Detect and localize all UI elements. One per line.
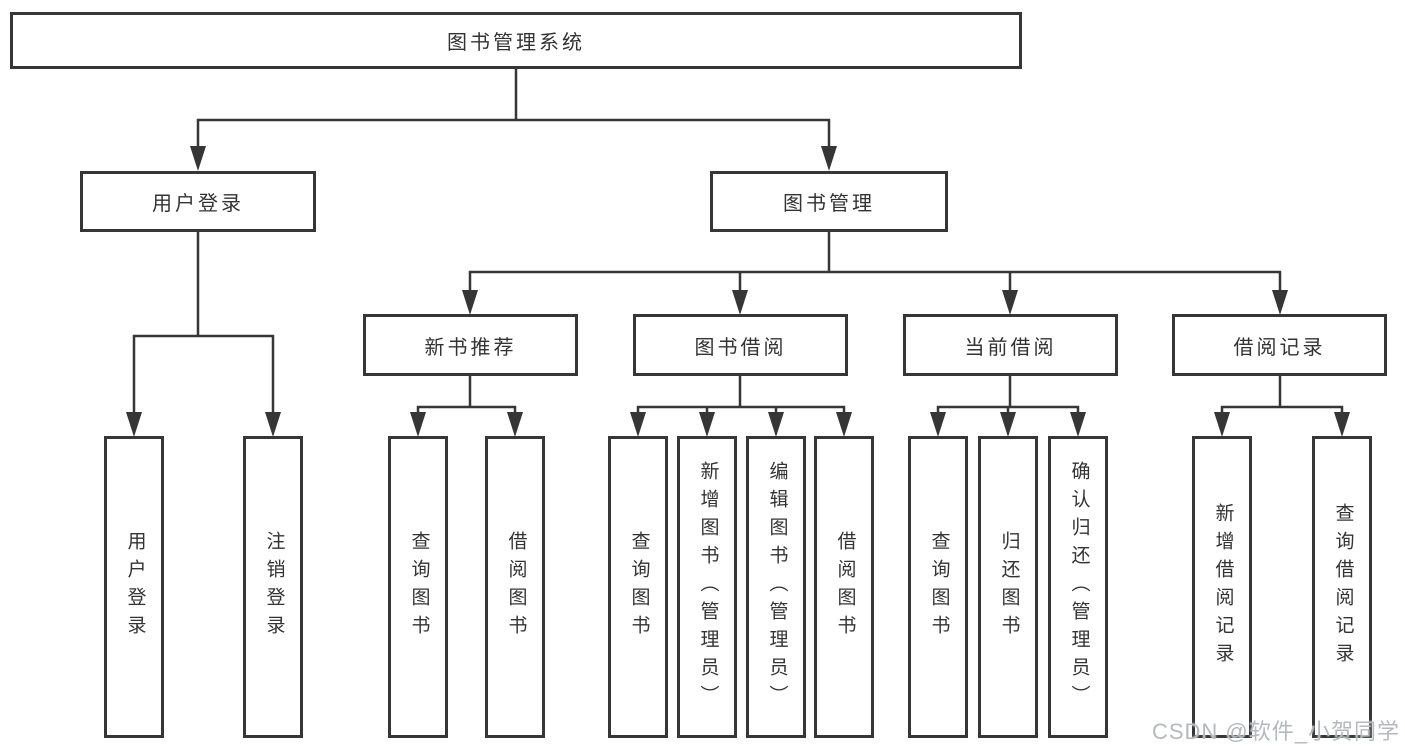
node-leaf-br-query-record-label: 查询借阅记录 (1332, 503, 1354, 671)
node-leaf-bb-borrow-book: 借阅图书 (814, 436, 874, 738)
node-leaf-br-add-record-label: 新增借阅记录 (1212, 503, 1234, 671)
node-leaf-bb-edit-book: 编辑图书（管理员） (746, 436, 806, 738)
connector-new-book-rec-to-leaves (410, 375, 523, 437)
node-leaf-user-login: 用户登录 (104, 436, 164, 738)
node-leaf-cb-query-book-label: 查询图书 (928, 531, 950, 643)
node-new-book-rec-label: 新书推荐 (424, 336, 517, 359)
node-book-mgmt-label: 图书管理 (783, 193, 875, 215)
node-leaf-rec-query-book-label: 查询图书 (408, 531, 430, 643)
node-leaf-br-query-record: 查询借阅记录 (1312, 436, 1372, 738)
node-leaf-logout-label: 注销登录 (263, 531, 285, 643)
node-user-login: 用户登录 (80, 171, 316, 232)
node-root: 图书管理系统 (10, 12, 1022, 69)
connector-book-mgmt-to-level3 (462, 231, 1288, 315)
node-leaf-logout: 注销登录 (243, 436, 303, 738)
node-borrow-records: 借阅记录 (1172, 314, 1387, 376)
node-leaf-rec-borrow-book: 借阅图书 (485, 436, 545, 738)
node-leaf-cb-return-book-label: 归还图书 (998, 531, 1020, 643)
connector-borrow-records-to-leaves (1214, 375, 1350, 437)
connector-current-borrow-to-leaves (930, 375, 1086, 437)
node-leaf-bb-borrow-book-label: 借阅图书 (834, 531, 856, 643)
node-leaf-rec-query-book: 查询图书 (388, 436, 448, 738)
node-leaf-cb-return-book: 归还图书 (978, 436, 1038, 738)
csdn-watermark: CSDN @软件_小贺同学 (1151, 719, 1400, 744)
node-user-login-label: 用户登录 (152, 193, 244, 215)
node-leaf-cb-confirm-return-label: 确认归还（管理员） (1068, 461, 1090, 713)
node-current-borrow: 当前借阅 (903, 314, 1118, 376)
node-book-borrow: 图书借阅 (633, 314, 848, 376)
node-leaf-bb-edit-book-label: 编辑图书（管理员） (766, 461, 788, 713)
node-leaf-bb-query-book-label: 查询图书 (628, 531, 650, 643)
node-book-mgmt: 图书管理 (710, 171, 948, 232)
node-leaf-bb-add-book-label: 新增图书（管理员） (697, 461, 719, 713)
node-leaf-cb-query-book: 查询图书 (908, 436, 968, 738)
node-leaf-bb-query-book: 查询图书 (608, 436, 668, 738)
connector-user-login-to-leaves (126, 231, 281, 437)
node-borrow-records-label: 借阅记录 (1233, 336, 1326, 359)
node-new-book-rec: 新书推荐 (363, 314, 578, 376)
node-leaf-rec-borrow-book-label: 借阅图书 (505, 531, 527, 643)
node-current-borrow-label: 当前借阅 (964, 336, 1057, 359)
node-book-borrow-label: 图书借阅 (694, 336, 787, 359)
connector-book-borrow-to-leaves (630, 375, 852, 437)
node-leaf-cb-confirm-return: 确认归还（管理员） (1048, 436, 1108, 738)
node-root-label: 图书管理系统 (447, 32, 585, 54)
node-leaf-bb-add-book: 新增图书（管理员） (677, 436, 737, 738)
connector-root-to-level2 (190, 68, 837, 171)
node-leaf-br-add-record: 新增借阅记录 (1192, 436, 1252, 738)
node-leaf-user-login-label: 用户登录 (124, 531, 146, 643)
